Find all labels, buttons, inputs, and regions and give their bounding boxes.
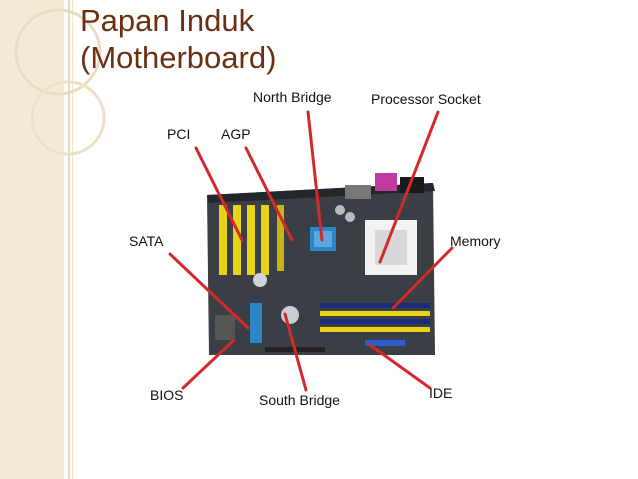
side-divider-line-thin (72, 0, 73, 479)
label-bios: BIOS (150, 387, 184, 403)
label-memory: Memory (450, 233, 501, 249)
decorative-circles (14, 8, 106, 156)
side-divider-line (68, 0, 70, 479)
label-agp: AGP (221, 126, 251, 142)
label-processor-socket: Processor Socket (371, 91, 481, 107)
side-decoration-band (0, 0, 64, 479)
label-pci: PCI (167, 126, 191, 142)
title-line-1: Papan Induk (80, 3, 255, 38)
label-south-bridge: South Bridge (259, 392, 340, 408)
title-line-2: (Motherboard) (80, 40, 277, 75)
label-north-bridge: North Bridge (253, 89, 332, 105)
label-sata: SATA (129, 233, 164, 249)
slide-title: Papan Induk (Motherboard) (80, 2, 276, 76)
label-ide: IDE (429, 385, 453, 401)
motherboard-image (207, 173, 435, 355)
